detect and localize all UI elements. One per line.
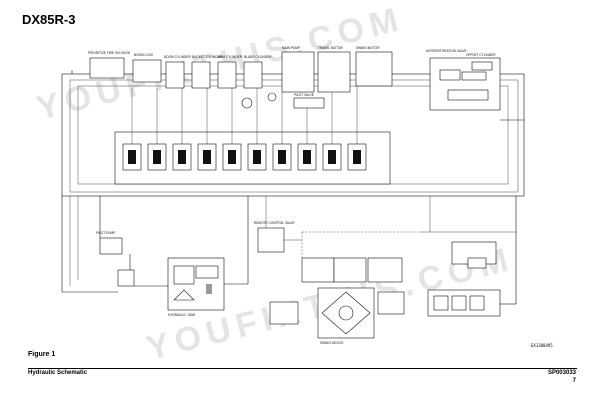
label-boom-lock: BOOM LOCK [134, 53, 154, 57]
label-rcv: REMOTE CONTROL VALVE [254, 221, 295, 225]
label-travel-motor: TRAVEL MOTOR [318, 46, 343, 50]
label-main-pump: MAIN PUMP [282, 46, 300, 50]
drawing-code: EX1300495 [531, 343, 553, 348]
footer-section-title: Hydraulic Schematic [28, 370, 88, 376]
label-antirestoration: ANTIRESTORATION VALVE [426, 49, 467, 53]
label-arm-cyl: ARM CYLINDER [218, 55, 243, 59]
label-blade-cyl: BLADE CYLINDER [244, 55, 272, 59]
label-swing-motor: SWING MOTOR [356, 46, 380, 50]
footer-divider [28, 368, 577, 369]
main-control-valve [114, 86, 391, 185]
label-hyd-tank: HYDRAULIC TANK [168, 313, 196, 317]
label-bucket-cyl: BUCKET CYLINDER [192, 55, 223, 59]
page-title: DX85R-3 [22, 12, 76, 27]
label-prioritize: PRIORITIZE FIRE ON HOOK [88, 51, 131, 55]
figure-label: Figure 1 [28, 351, 56, 358]
lower-middle-components [257, 196, 420, 339]
label-boom-cyl: BOOM CYLINDER [164, 55, 191, 59]
label-swing-device: SWING DEVICE [320, 341, 344, 345]
top-components [89, 51, 501, 111]
footer-page-number: 7 [572, 378, 576, 384]
lower-right-components [420, 196, 517, 317]
label-pilot-pump: PILOT PUMP [96, 231, 115, 235]
component-labels: PRIORITIZE FIRE ON HOOK BOOM LOCK BOOM C… [88, 46, 496, 345]
lower-left-components [99, 196, 249, 311]
footer-doc-number: SP003033 [547, 370, 576, 376]
label-pilot-valve: PILOT VALVE [294, 93, 314, 97]
label-offset-cyl: OFFSET CYLINDER [466, 53, 496, 57]
